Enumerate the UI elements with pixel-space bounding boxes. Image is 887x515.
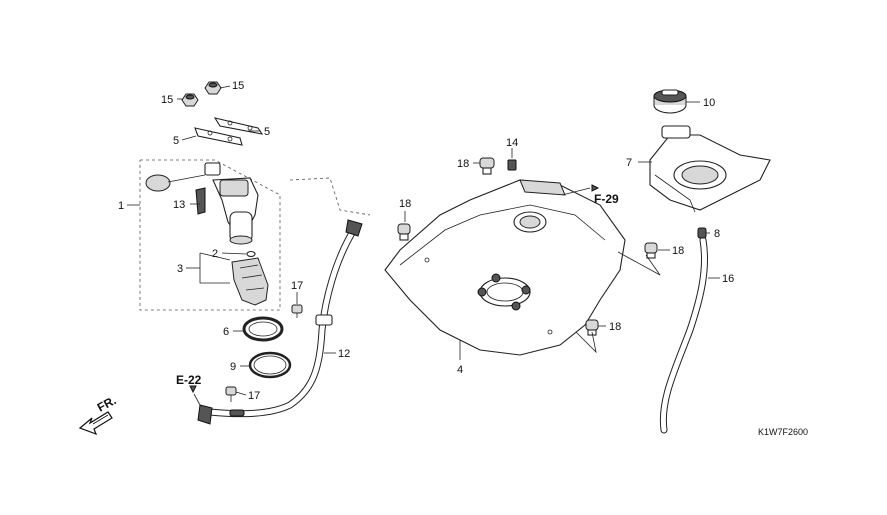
leader-lines bbox=[127, 85, 720, 406]
fuel-filler-cap[interactable] bbox=[653, 89, 687, 114]
fuel-level-float bbox=[145, 174, 206, 192]
callout-14: 14 bbox=[506, 137, 518, 149]
mount-bolt-18-c[interactable] bbox=[644, 242, 658, 259]
callout-13: 13 bbox=[173, 199, 185, 211]
flange-nut-a[interactable] bbox=[204, 81, 222, 95]
callout-5-right: 5 bbox=[264, 126, 270, 138]
callout-10: 10 bbox=[703, 97, 715, 109]
callout-1: 1 bbox=[118, 200, 124, 212]
clip-8[interactable] bbox=[697, 227, 707, 239]
callout-18-bottom: 18 bbox=[609, 321, 621, 333]
bolt-14[interactable] bbox=[507, 159, 517, 171]
callout-16: 16 bbox=[722, 273, 734, 285]
bracket-lower[interactable] bbox=[194, 127, 243, 146]
front-direction-arrow: FR. bbox=[78, 393, 119, 436]
reference-labels: F-29 E-22 bbox=[176, 184, 619, 394]
setting-ring[interactable] bbox=[248, 351, 292, 379]
callout-7: 7 bbox=[626, 157, 632, 169]
callout-15-upper: 15 bbox=[232, 80, 244, 92]
diagram-code: K1W7F2600 bbox=[758, 427, 808, 437]
callout-18-right: 18 bbox=[672, 245, 684, 257]
callout-17-lower: 17 bbox=[248, 390, 260, 402]
callout-5-left: 5 bbox=[173, 135, 179, 147]
callout-17-upper: 17 bbox=[291, 280, 303, 292]
bolt-17-upper[interactable] bbox=[291, 304, 303, 318]
fuel-filter[interactable] bbox=[231, 257, 269, 306]
callout-6: 6 bbox=[223, 326, 229, 338]
front-label: FR. bbox=[95, 393, 119, 414]
callout-9: 9 bbox=[230, 361, 236, 373]
fuel-pump-group-outline bbox=[139, 159, 371, 311]
ref-e22-arrow bbox=[189, 385, 197, 394]
fuel-pump-unit[interactable] bbox=[195, 162, 259, 245]
drain-tube[interactable] bbox=[659, 236, 709, 434]
o-ring-small[interactable] bbox=[246, 250, 256, 258]
mount-bolt-18-b[interactable] bbox=[397, 223, 411, 241]
callout-8: 8 bbox=[714, 228, 720, 240]
bracket-upper[interactable] bbox=[213, 117, 264, 135]
callout-12: 12 bbox=[338, 348, 350, 360]
callout-4: 4 bbox=[457, 364, 463, 376]
callout-18-top: 18 bbox=[457, 158, 469, 170]
callout-2: 2 bbox=[212, 248, 218, 260]
callout-3: 3 bbox=[177, 263, 183, 275]
fuel-feed-hose[interactable] bbox=[197, 219, 363, 425]
callout-labels: 1 2 3 4 5 5 6 7 8 9 10 12 13 14 15 15 16… bbox=[118, 80, 734, 402]
mount-bolt-18-a[interactable] bbox=[479, 157, 495, 175]
ref-f29[interactable]: F-29 bbox=[594, 192, 619, 206]
fuel-tank[interactable] bbox=[384, 179, 626, 356]
flange-nut-b[interactable] bbox=[181, 93, 199, 107]
packing-ring[interactable] bbox=[242, 316, 284, 342]
callout-15-lower: 15 bbox=[161, 94, 173, 106]
ref-e22[interactable]: E-22 bbox=[176, 373, 202, 387]
fuel-filler-tray[interactable] bbox=[649, 125, 771, 213]
ref-f29-arrow bbox=[591, 184, 600, 192]
callout-18-left: 18 bbox=[399, 198, 411, 210]
bolt-17-lower[interactable] bbox=[225, 386, 237, 402]
